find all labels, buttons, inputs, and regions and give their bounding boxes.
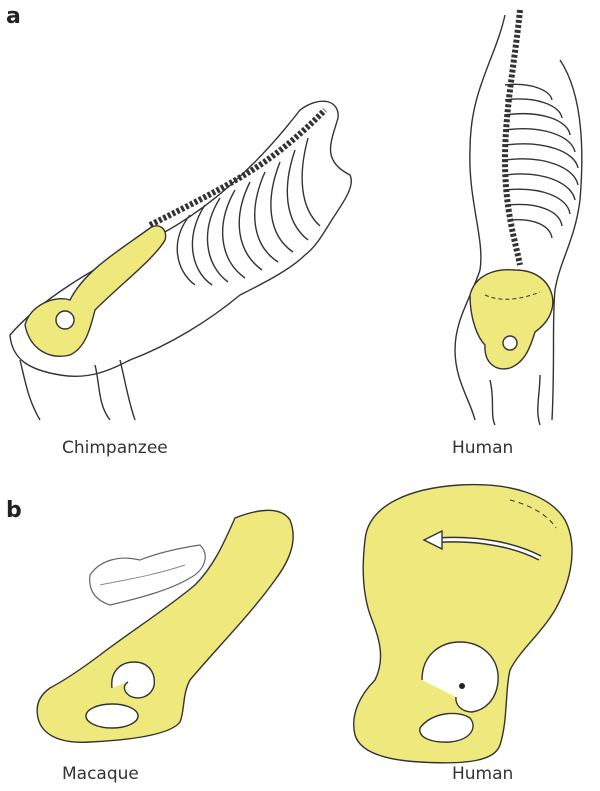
chimpanzee-pelvis [24, 225, 167, 357]
human-acetabulum-b [421, 641, 499, 713]
chimpanzee-leg-left [19, 359, 41, 421]
chimpanzee-ribcage [176, 137, 321, 286]
human-pelvis-a [469, 268, 554, 370]
human-skeleton-a [454, 9, 583, 426]
caption-human-b: Human [452, 764, 514, 784]
caption-human-a: Human [452, 438, 514, 458]
chimpanzee-acetabulum [55, 310, 75, 330]
panel-label-b: b [6, 498, 22, 523]
human-body-outline [454, 14, 583, 421]
panel-label-a: a [6, 4, 21, 29]
caption-macaque: Macaque [62, 764, 139, 784]
chimpanzee-leg-right [94, 364, 111, 421]
chimpanzee-spine [148, 107, 328, 228]
macaque-sacrum [89, 544, 206, 606]
human-ribcage [504, 83, 579, 239]
chimpanzee-body-outline [9, 100, 352, 377]
human-acetabulum-a [502, 335, 518, 351]
human-obturator-foramen [419, 712, 474, 743]
macaque-acetabulum [111, 661, 155, 699]
human-pelvis-b [353, 483, 573, 764]
chimpanzee-skeleton [9, 100, 352, 421]
macaque-obturator-foramen [85, 703, 139, 729]
rotation-arrow [422, 529, 542, 561]
human-spine [501, 9, 523, 266]
caption-chimpanzee: Chimpanzee [62, 438, 168, 458]
macaque-pelvis [36, 509, 294, 743]
